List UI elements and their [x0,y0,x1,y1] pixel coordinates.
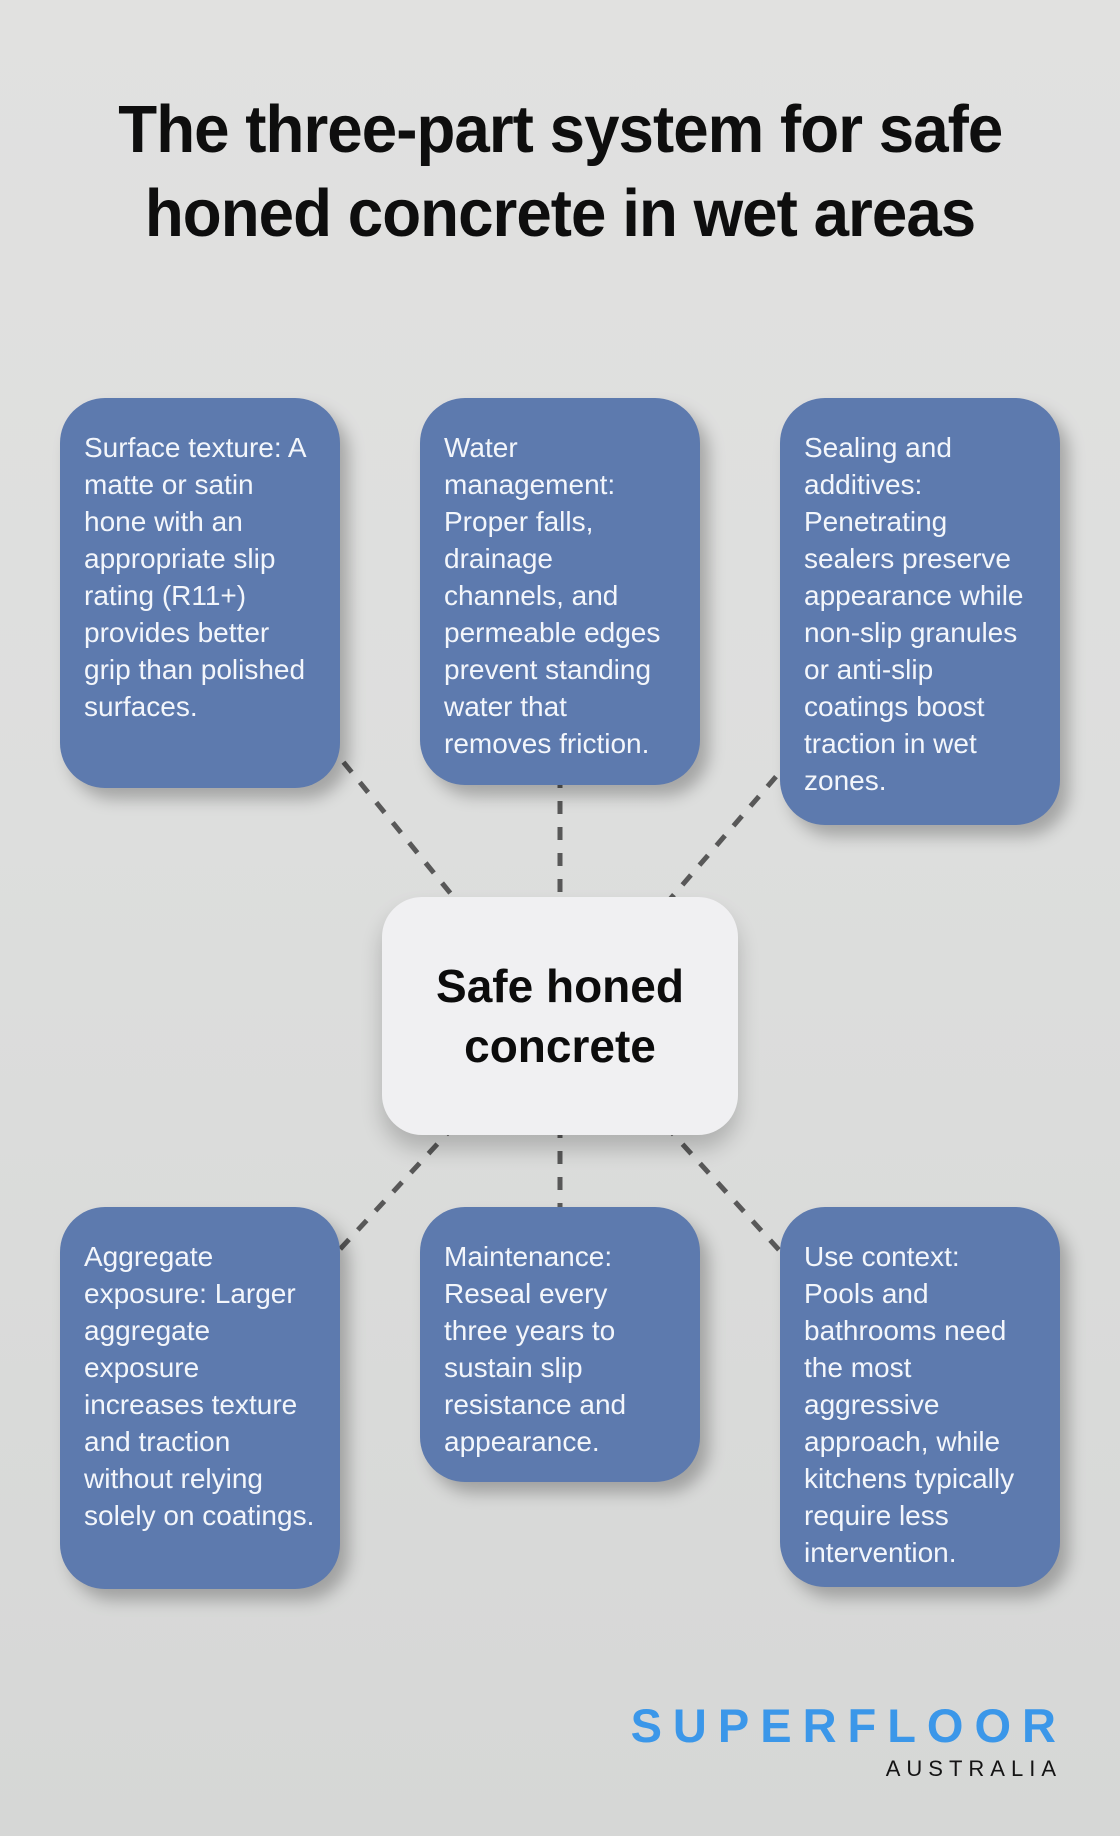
node-water-management: Water management: Proper falls, drainage… [420,398,700,785]
node-aggregate-exposure: Aggregate exposure: Larger aggregate exp… [60,1207,340,1589]
node-maintenance-text: Maintenance: Reseal every three years to… [444,1241,627,1457]
node-maintenance: Maintenance: Reseal every three years to… [420,1207,700,1482]
node-water-management-text: Water management: Proper falls, drainage… [444,432,661,759]
node-sealing-additives: Sealing and additives: Penetrating seale… [780,398,1060,825]
node-use-context-text: Use context: Pools and bathrooms need th… [804,1241,1015,1568]
central-concept-label: Safe honed concrete [436,960,684,1072]
node-surface-texture: Surface texture: A matte or satin hone w… [60,398,340,788]
page-title: The three-part system for safe honed con… [0,88,1120,256]
logo-brand-text: SUPERFLOOR [630,1699,1067,1752]
connector-sealing-additives-to-center [663,755,795,907]
logo-region-text: AUSTRALIA [885,1756,1062,1781]
node-sealing-additives-text: Sealing and additives: Penetrating seale… [804,432,1024,796]
node-aggregate-exposure-text: Aggregate exposure: Larger aggregate exp… [84,1241,315,1531]
central-concept-box: Safe honed concrete [382,897,738,1135]
node-use-context: Use context: Pools and bathrooms need th… [780,1207,1060,1587]
title-line-1: The three-part system for safe [117,92,1003,167]
title-line-2: honed concrete in wet areas [144,176,976,251]
node-surface-texture-text: Surface texture: A matte or satin hone w… [84,432,306,722]
superfloor-logo: SUPERFLOOR AUSTRALIA [631,1698,1056,1782]
